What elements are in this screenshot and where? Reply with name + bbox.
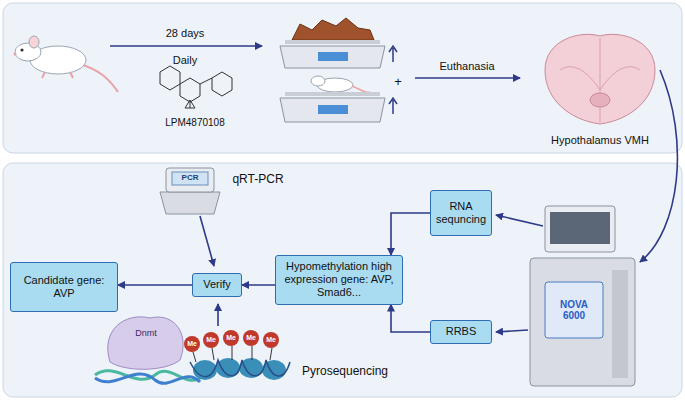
pcr-machine	[160, 168, 220, 214]
balance-scale	[280, 18, 385, 68]
instrument-name: NOVA 6000	[554, 299, 594, 321]
box-text: Hypomethylation high expression gene: AV…	[280, 260, 398, 300]
protein-name: Dnmt	[135, 329, 157, 339]
flow-arrow	[118, 284, 192, 286]
compound-name: LPM4870108	[165, 117, 225, 128]
frequency-label: Daily	[173, 54, 197, 66]
sequencer-machine	[530, 206, 635, 386]
process-box: Candidate gene: AVP	[10, 262, 118, 312]
process-box: Hypomethylation high expression gene: AV…	[275, 255, 403, 305]
methyl-mark: Me	[246, 334, 256, 342]
process-box: Verify	[192, 273, 242, 297]
region-label: Hypothalamus VMH	[551, 134, 649, 146]
nucleosome-coil	[184, 330, 290, 380]
box-text: RNA sequncing	[435, 200, 487, 226]
process-box: RNA sequncing	[430, 190, 492, 236]
flow-arrow	[391, 213, 430, 255]
chemical-structure	[160, 66, 232, 108]
step-label: Euthanasia	[439, 60, 494, 72]
duration-label: 28 days	[166, 27, 205, 39]
methyl-mark: Me	[206, 336, 216, 344]
flow-arrow	[391, 305, 430, 332]
screen-text: PCR	[182, 174, 199, 183]
box-text: Verify	[197, 278, 237, 291]
box-text: Candidate gene: AVP	[15, 274, 113, 300]
methyl-mark: Me	[187, 340, 197, 348]
flow-arrow	[242, 284, 275, 286]
plus-sign: +	[394, 75, 402, 89]
process-box: RRBS	[430, 320, 492, 344]
box-text: RRBS	[435, 325, 487, 338]
dnmt-protein	[95, 317, 200, 383]
balance-scale	[280, 76, 385, 122]
methyl-mark: Me	[266, 336, 276, 344]
methyl-mark: Me	[226, 334, 236, 342]
rat-figure	[14, 36, 119, 92]
brain-section	[545, 34, 655, 124]
method-label: Pyrosequencing	[302, 365, 388, 378]
method-label: qRT-PCR	[232, 173, 283, 186]
